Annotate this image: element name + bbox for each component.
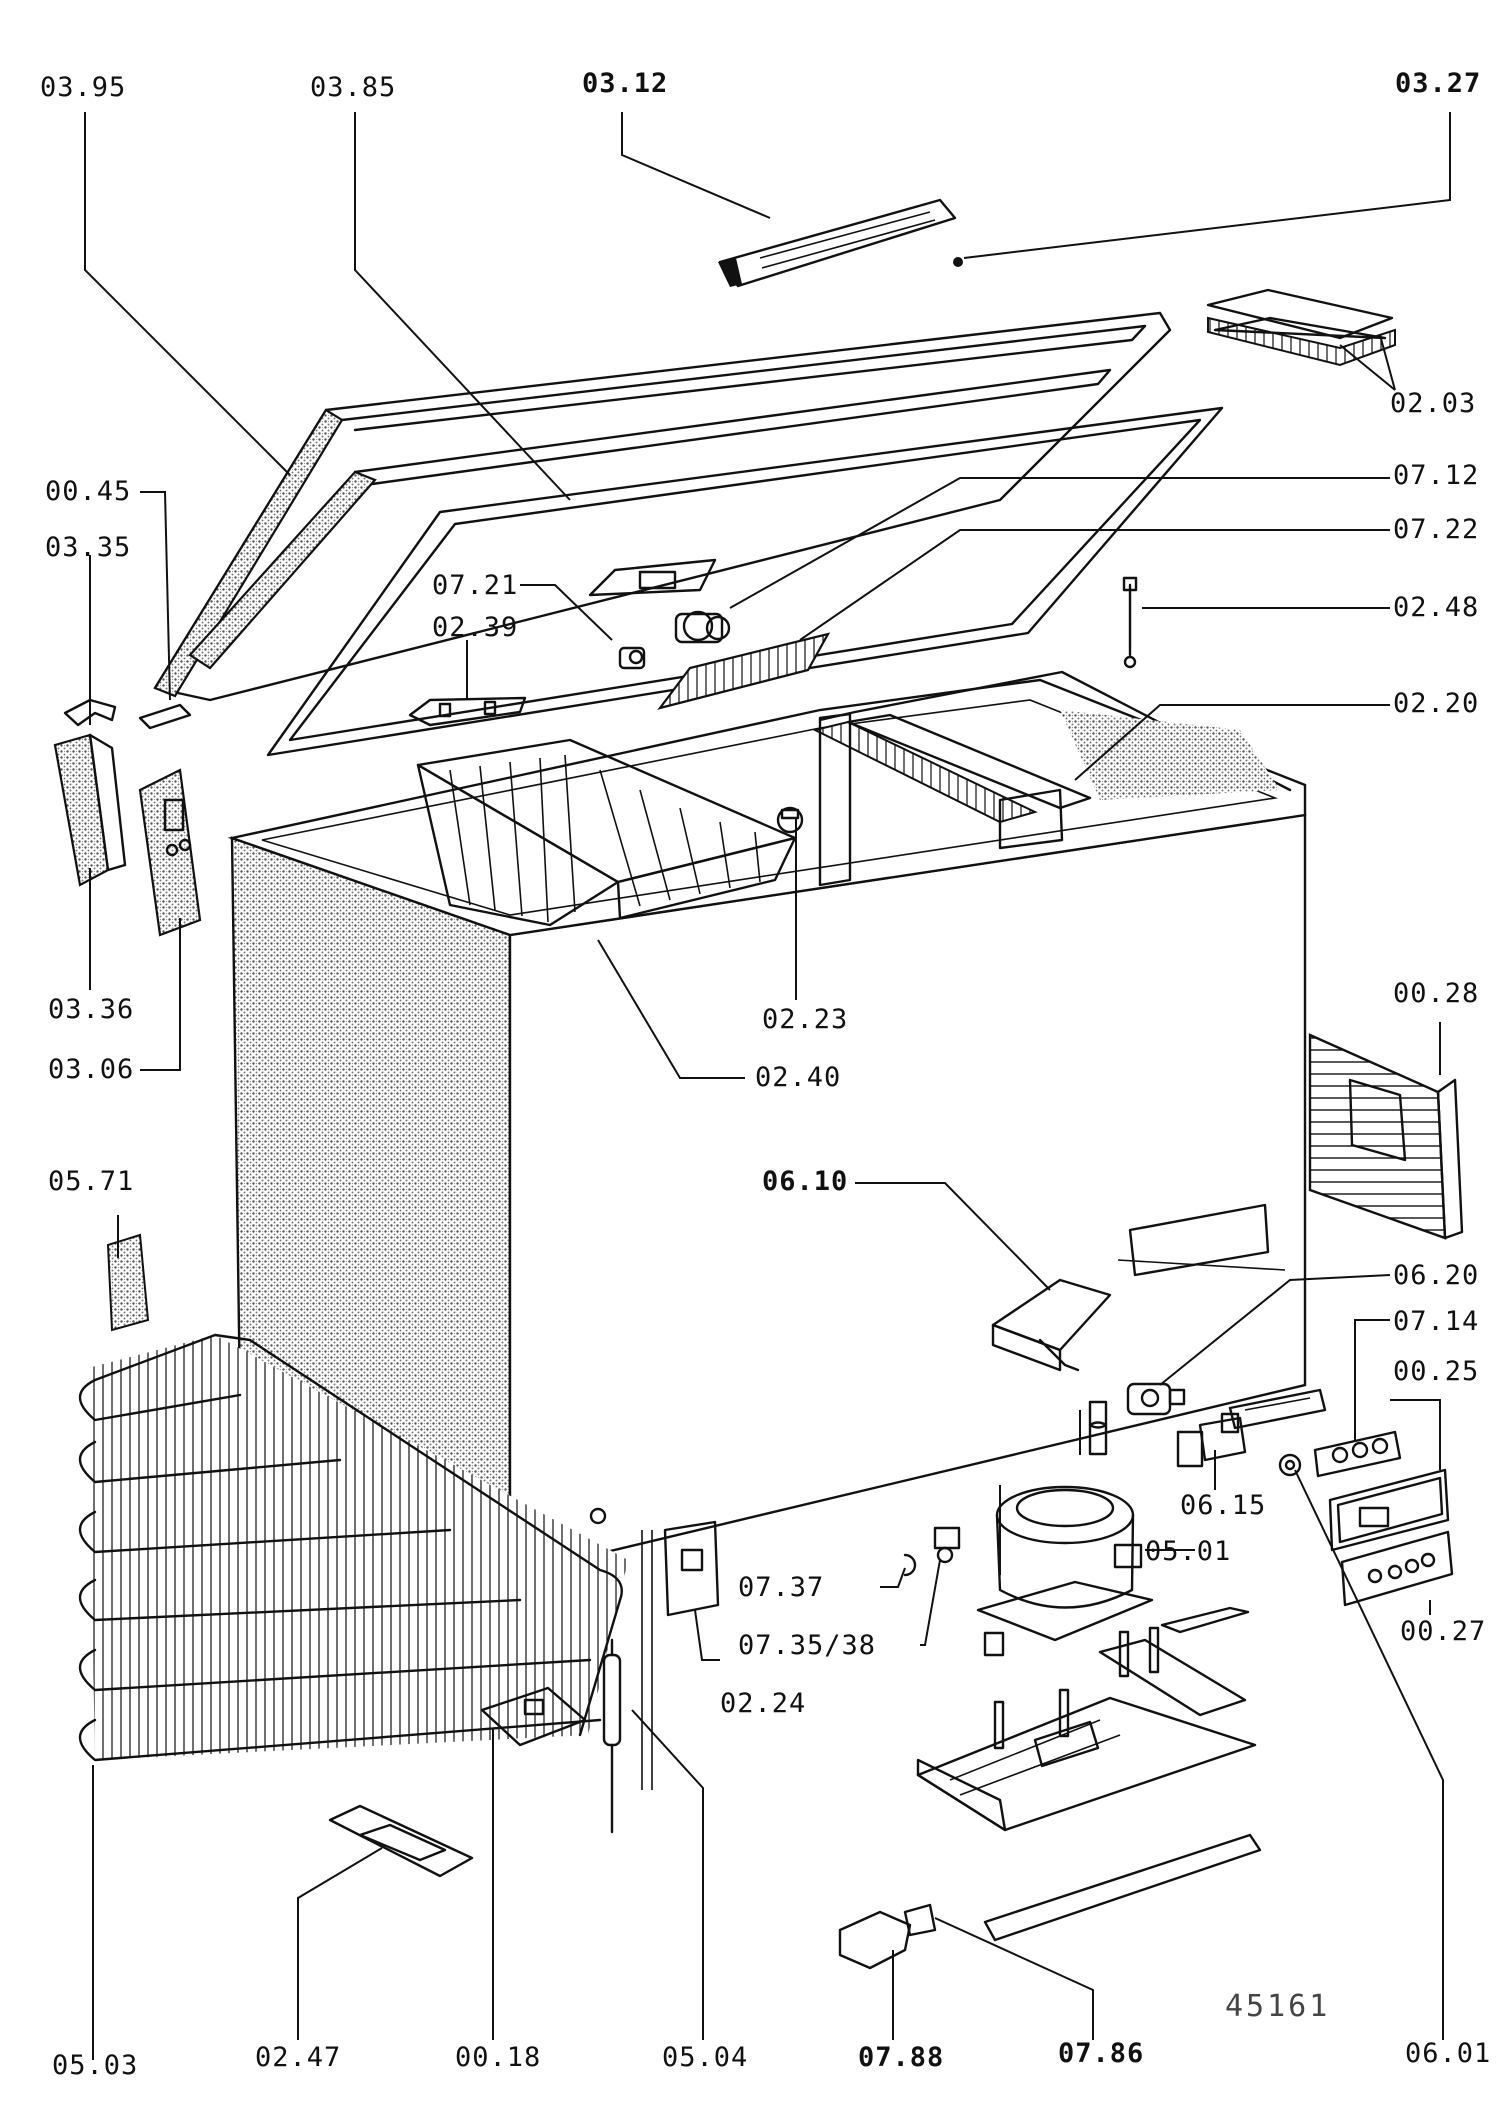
callout-02-23: 02.23 (762, 1004, 849, 1035)
hinge-lever (138, 703, 192, 730)
callout-07-88: 07.88 (858, 2042, 945, 2073)
start-relay (1176, 1412, 1247, 1468)
callout-03-06: 03.06 (48, 1054, 135, 1085)
overload-protector (933, 1526, 961, 1564)
callout-07-21: 07.21 (432, 570, 519, 601)
thermostat-knob (1278, 1453, 1302, 1477)
callout-00-28: 00.28 (1393, 978, 1480, 1009)
callout-03-27: 03.27 (1395, 68, 1482, 99)
lid-handle (718, 198, 957, 288)
rear-bracket (663, 1520, 720, 1617)
lid-screw (953, 257, 963, 267)
callout-07-12: 07.12 (1393, 460, 1480, 491)
callout-06-01: 06.01 (1405, 2038, 1492, 2069)
callout-03-36: 03.36 (48, 994, 135, 1025)
callout-03-12: 03.12 (582, 68, 669, 99)
callout-07-22: 07.22 (1393, 514, 1480, 545)
lid-hinge-bracket (408, 696, 527, 727)
defrost-rod (1122, 576, 1138, 669)
drawing-reference-code: 45161 (1225, 1989, 1331, 2024)
callout-07-35-38: 07.35/38 (738, 1630, 877, 1661)
callout-00-45: 00.45 (45, 476, 132, 507)
mounting-grommet (983, 1631, 1005, 1657)
callout-00-27: 00.27 (1400, 1616, 1487, 1647)
base-plate (480, 1686, 587, 1747)
lid-light-housing (588, 558, 731, 644)
relay-unit (1126, 1382, 1186, 1416)
cabinet-body (227, 670, 1307, 1578)
callout-05-03: 05.03 (52, 2050, 139, 2081)
callout-05-71: 05.71 (48, 1166, 135, 1197)
callout-02-03: 02.03 (1390, 388, 1477, 419)
compressor-spring-mount (1088, 1400, 1108, 1456)
wire-basket (416, 738, 797, 927)
top-right-accessory (1206, 288, 1396, 367)
hinge-assembly (138, 768, 202, 937)
hinge-cover (53, 733, 127, 887)
relay-bracket (1228, 1388, 1327, 1430)
drier-filter (602, 1530, 653, 1834)
callout-02-40: 02.40 (755, 1062, 842, 1093)
leader-lines (84, 112, 1451, 2060)
callout-00-18: 00.18 (455, 2042, 542, 2073)
callout-02-24: 02.24 (720, 1688, 807, 1719)
callout-06-15: 06.15 (1180, 1490, 1267, 1521)
callout-06-20: 06.20 (1393, 1260, 1480, 1291)
callout-02-47: 02.47 (255, 2042, 342, 2073)
lamp-socket (618, 646, 646, 670)
control-panel (1328, 1468, 1454, 1607)
callout-03-95: 03.95 (40, 72, 127, 103)
relay-clip (903, 1553, 917, 1577)
callout-06-10: 06.10 (762, 1166, 849, 1197)
front-cover-strip (1117, 1203, 1286, 1277)
callout-07-14: 07.14 (1393, 1306, 1480, 1337)
terminal-cover (838, 1903, 937, 1970)
indicator-lamps (1313, 1430, 1402, 1478)
callout-07-37: 07.37 (738, 1572, 825, 1603)
lid-vent-grid (657, 632, 831, 710)
callout-07-86: 07.86 (1058, 2038, 1145, 2069)
ventilation-grille (1308, 1033, 1464, 1240)
lid-outer-frame (153, 311, 1172, 702)
drain-tray (328, 1804, 474, 1878)
callout-03-35: 03.35 (45, 532, 132, 563)
callout-02-39: 02.39 (432, 612, 519, 643)
callout-05-04: 05.04 (662, 2042, 749, 2073)
callout-02-20: 02.20 (1393, 688, 1480, 719)
callout-02-48: 02.48 (1393, 592, 1480, 623)
foot-bracket (1160, 1606, 1250, 1634)
compressor (976, 1485, 1154, 1642)
callout-05-01: 05.01 (1145, 1536, 1232, 1567)
condenser-coil (78, 1333, 628, 1762)
side-clip (106, 1233, 150, 1332)
callout-00-25: 00.25 (1393, 1356, 1480, 1387)
thermostat-cover (991, 1278, 1112, 1372)
callout-03-85: 03.85 (310, 72, 397, 103)
base-frame (916, 1626, 1262, 1942)
